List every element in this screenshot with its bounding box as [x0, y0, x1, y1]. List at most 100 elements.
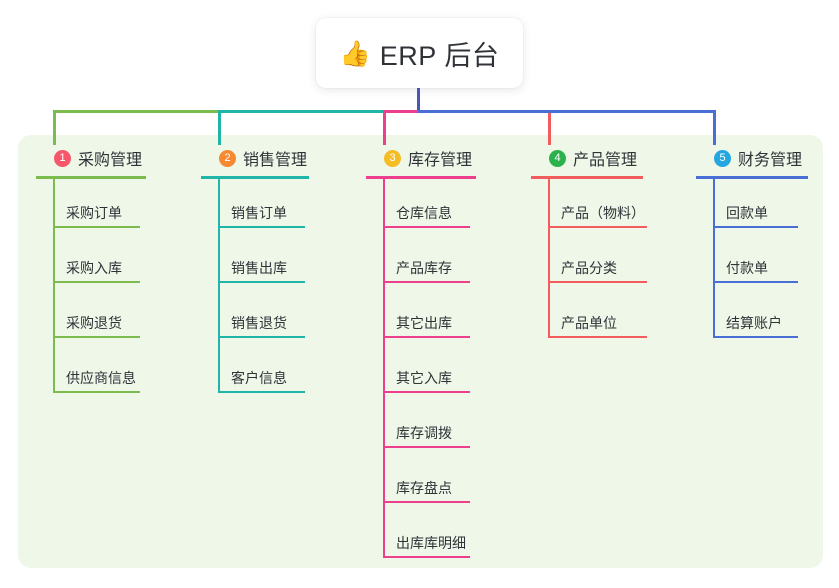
leaf-node-rule	[714, 336, 798, 338]
branch-title-rule	[696, 176, 808, 179]
leaf-node-label: 回款单	[726, 205, 768, 221]
branch-children: 仓库信息产品库存其它出库其它入库库存调拨库存盘点出库库明细	[366, 179, 516, 564]
leaf-node-rule	[54, 281, 140, 283]
branch-column-1: 1 采购管理采购订单采购入库采购退货供应商信息	[36, 145, 186, 399]
leaf-node[interactable]: 销售退货	[219, 289, 351, 344]
leaf-node-rule	[54, 226, 140, 228]
leaf-node-rule	[384, 281, 470, 283]
root-stem-connector	[417, 88, 420, 111]
branch-title-rule	[366, 176, 476, 179]
root-node-content: 👍 ERP 后台	[340, 34, 500, 73]
leaf-node-rule	[549, 226, 647, 228]
leaf-node[interactable]: 产品库存	[384, 234, 516, 289]
branch-spine	[53, 179, 55, 393]
branch-bus-segment	[383, 110, 420, 113]
leaf-node[interactable]: 产品分类	[549, 234, 681, 289]
branch-spine	[218, 179, 220, 393]
leaf-node-rule	[714, 281, 798, 283]
leaf-node-label: 供应商信息	[66, 370, 136, 386]
leaf-node-rule	[219, 391, 305, 393]
branch-number-badge: 1	[54, 149, 71, 167]
leaf-node-label: 销售出库	[231, 260, 287, 276]
root-node-card[interactable]: 👍 ERP 后台	[316, 18, 523, 88]
leaf-node-label: 产品库存	[396, 260, 452, 276]
leaf-node-label: 客户信息	[231, 370, 287, 386]
branch-title: 产品管理	[573, 152, 638, 169]
branch-header-3[interactable]: 3 库存管理	[366, 145, 516, 171]
branch-children: 回款单付款单结算账户	[696, 179, 823, 344]
branch-spine	[383, 179, 385, 558]
leaf-node-label: 销售退货	[231, 315, 287, 331]
leaf-node-rule	[54, 391, 140, 393]
leaf-node-label: 结算账户	[726, 315, 782, 331]
branch-number-badge: 2	[219, 149, 236, 167]
branch-bus-segment	[418, 110, 716, 113]
branch-number-badge: 3	[384, 149, 401, 167]
branch-title-rule	[531, 176, 643, 179]
leaf-node[interactable]: 付款单	[714, 234, 823, 289]
leaf-node[interactable]: 供应商信息	[54, 344, 186, 399]
branch-column-5: 5 财务管理回款单付款单结算账户	[696, 145, 823, 344]
branch-drop-connector	[218, 110, 221, 145]
leaf-node[interactable]: 库存盘点	[384, 454, 516, 509]
branch-number-badge: 4	[549, 149, 566, 167]
branch-header-1[interactable]: 1 采购管理	[36, 145, 186, 171]
leaf-node[interactable]: 采购入库	[54, 234, 186, 289]
leaf-node-label: 销售订单	[231, 205, 287, 221]
leaf-node[interactable]: 采购退货	[54, 289, 186, 344]
leaf-node-rule	[549, 336, 647, 338]
leaf-node-label: 库存调拨	[396, 425, 452, 441]
leaf-node[interactable]: 库存调拨	[384, 399, 516, 454]
leaf-node-label: 其它入库	[396, 370, 452, 386]
branch-spine	[713, 179, 715, 338]
leaf-node-rule	[384, 391, 470, 393]
leaf-node-label: 采购订单	[66, 205, 122, 221]
leaf-node-rule	[714, 226, 798, 228]
leaf-node-rule	[54, 336, 140, 338]
branch-title-rule	[201, 176, 309, 179]
leaf-node[interactable]: 销售订单	[219, 179, 351, 234]
leaf-node-rule	[384, 336, 470, 338]
branch-drop-connector	[53, 110, 56, 145]
branch-number-badge: 5	[714, 149, 731, 167]
branch-title: 库存管理	[408, 152, 473, 169]
branch-header-4[interactable]: 4 产品管理	[531, 145, 681, 171]
thumbs-up-icon: 👍	[339, 38, 371, 68]
leaf-node[interactable]: 结算账户	[714, 289, 823, 344]
leaf-node-rule	[219, 336, 305, 338]
leaf-node-rule	[384, 556, 470, 558]
leaf-node[interactable]: 客户信息	[219, 344, 351, 399]
leaf-node[interactable]: 销售出库	[219, 234, 351, 289]
branch-drop-connector	[548, 110, 551, 145]
leaf-node-label: 付款单	[726, 260, 768, 276]
leaf-node-rule	[384, 226, 470, 228]
leaf-node[interactable]: 其它出库	[384, 289, 516, 344]
leaf-node[interactable]: 采购订单	[54, 179, 186, 234]
root-node-label: ERP 后台	[379, 40, 500, 71]
leaf-node[interactable]: 出库库明细	[384, 509, 516, 564]
leaf-node[interactable]: 其它入库	[384, 344, 516, 399]
branch-drop-connector	[383, 110, 386, 145]
leaf-node[interactable]: 仓库信息	[384, 179, 516, 234]
branch-header-5[interactable]: 5 财务管理	[696, 145, 823, 171]
branch-title: 采购管理	[78, 152, 143, 169]
branch-children: 产品（物料） 产品分类产品单位	[531, 179, 681, 344]
leaf-node[interactable]: 产品单位	[549, 289, 681, 344]
branch-title: 财务管理	[738, 152, 803, 169]
leaf-node-label: 产品分类	[561, 260, 617, 276]
leaf-node[interactable]: 回款单	[714, 179, 823, 234]
branch-header-2[interactable]: 2 销售管理	[201, 145, 351, 171]
branch-bus-segment	[218, 110, 420, 113]
diagram-panel	[18, 135, 823, 568]
leaf-node-label: 出库库明细	[396, 535, 466, 551]
branch-column-2: 2 销售管理销售订单销售出库销售退货客户信息	[201, 145, 351, 399]
branch-children: 销售订单销售出库销售退货客户信息	[201, 179, 351, 399]
leaf-node-label: 仓库信息	[396, 205, 452, 221]
leaf-node-label: 库存盘点	[396, 480, 452, 496]
leaf-node-label: 其它出库	[396, 315, 452, 331]
branch-title: 销售管理	[243, 152, 308, 169]
branch-drop-connector	[713, 110, 716, 145]
leaf-node[interactable]: 产品（物料）	[549, 179, 681, 234]
leaf-node-label: 产品（物料）	[561, 205, 645, 221]
